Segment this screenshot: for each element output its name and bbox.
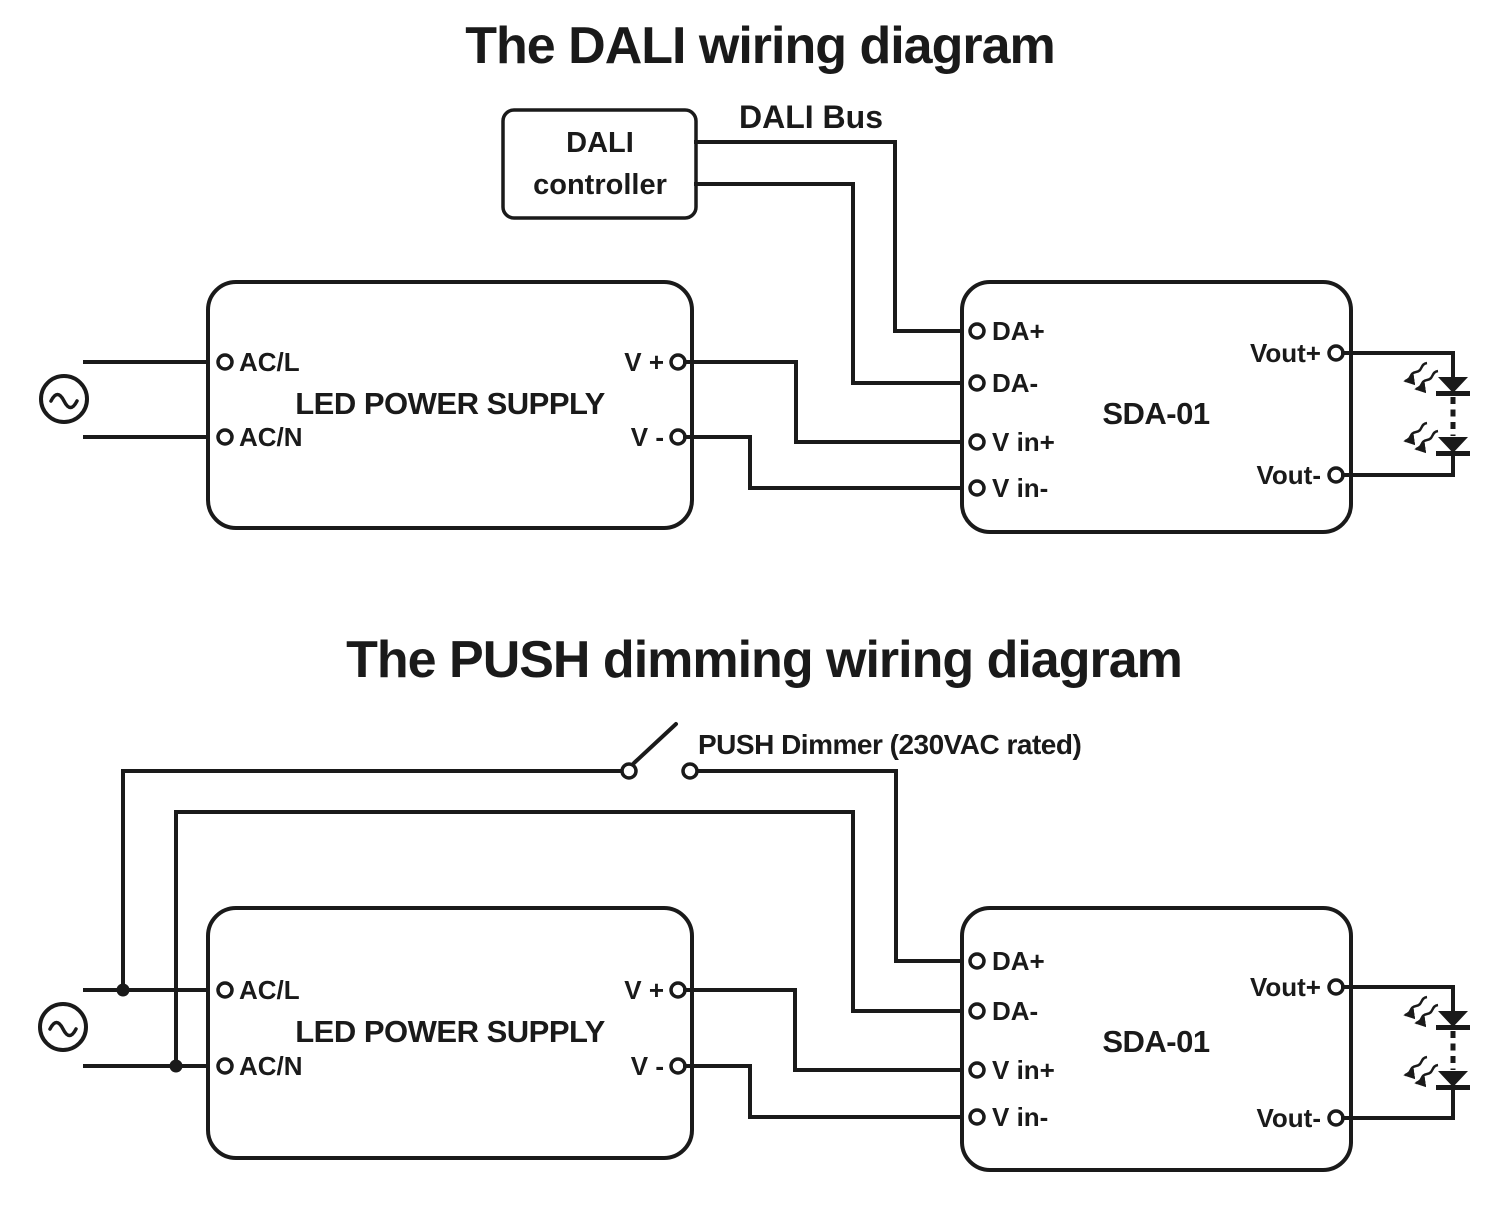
wire-vout-plus-to-led	[1341, 351, 1455, 379]
sine-wave-glyph	[48, 1020, 78, 1038]
push-dimming-diagram: The PUSH dimming wiring diagram PUSH Dim…	[38, 631, 1470, 1172]
led-triangle	[1438, 377, 1468, 393]
terminal-vout-minus	[1327, 466, 1345, 484]
led-icon	[1405, 1057, 1470, 1090]
wire-v-minus-to-vin-minus	[683, 1064, 971, 1119]
terminal-ac-n-label: AC/N	[239, 1051, 303, 1081]
led-triangle	[1438, 1071, 1468, 1087]
terminal-ac-n	[216, 1057, 234, 1075]
terminal-vin-minus-label: V in-	[992, 1102, 1048, 1132]
ac-source-icon	[38, 1002, 88, 1052]
terminal-vin-plus-label: V in+	[992, 1055, 1055, 1085]
terminal-vout-minus-label: Vout-	[1257, 460, 1322, 490]
led-power-supply-label: LED POWER SUPPLY	[295, 386, 605, 421]
led-glow-arrows	[1405, 997, 1438, 1023]
terminal-vout-plus-label: Vout+	[1250, 972, 1321, 1002]
led-icon	[1405, 363, 1470, 396]
wire-led-to-vout-minus	[1341, 1087, 1455, 1120]
terminal-vin-minus-label: V in-	[992, 473, 1048, 503]
ac-source-icon	[39, 374, 89, 424]
led-glow-arrows	[1405, 363, 1438, 389]
terminal-v-plus	[669, 981, 687, 999]
led-glow-arrows	[1405, 1057, 1438, 1083]
dali-bus-label: DALI Bus	[739, 99, 883, 135]
dali-wiring-diagram: The DALI wiring diagram DALI controller …	[39, 17, 1470, 534]
terminal-v-minus-label: V -	[631, 422, 664, 452]
terminal-da-plus-label: DA+	[992, 316, 1045, 346]
led-icon	[1405, 423, 1470, 456]
led-triangle	[1438, 1011, 1468, 1027]
led-power-supply-box	[206, 906, 694, 1160]
wire-v-minus-to-vin-minus	[683, 435, 971, 490]
sda-01-label: SDA-01	[1102, 1024, 1210, 1059]
terminal-da-minus	[968, 1002, 986, 1020]
led-triangle	[1438, 437, 1468, 453]
terminal-ac-l-label: AC/L	[239, 975, 300, 1005]
terminal-vout-minus	[1327, 1109, 1345, 1127]
wire-v-plus-to-vin-plus	[683, 360, 971, 444]
terminal-da-minus	[968, 374, 986, 392]
terminal-da-plus-label: DA+	[992, 946, 1045, 976]
terminal-ac-l	[216, 353, 234, 371]
terminal-v-minus	[669, 1057, 687, 1075]
terminal-vout-minus-label: Vout-	[1257, 1103, 1322, 1133]
dali-controller-label-line2: controller	[533, 169, 667, 201]
dali-controller-label-line1: DALI	[566, 127, 634, 159]
sda-01-box	[960, 906, 1353, 1172]
terminal-vout-plus-label: Vout+	[1250, 338, 1321, 368]
wire-vout-plus-to-led	[1341, 985, 1455, 1013]
terminal-vin-minus	[968, 479, 986, 497]
terminal-da-minus-label: DA-	[992, 368, 1038, 398]
wire-live-to-switch	[121, 769, 623, 992]
terminal-v-minus-label: V -	[631, 1051, 664, 1081]
led-icon	[1405, 997, 1470, 1030]
terminal-vout-plus	[1327, 344, 1345, 362]
terminal-v-plus	[669, 353, 687, 371]
terminal-vout-plus	[1327, 978, 1345, 996]
terminal-v-minus	[669, 428, 687, 446]
push-diagram-title: The PUSH dimming wiring diagram	[346, 631, 1182, 689]
led-glow-arrows	[1405, 423, 1438, 449]
terminal-da-minus-label: DA-	[992, 996, 1038, 1026]
terminal-vin-plus	[968, 1061, 986, 1079]
wire-switch-to-da-plus	[696, 769, 971, 963]
terminal-v-plus-label: V +	[624, 347, 664, 377]
dali-controller-box	[501, 108, 698, 220]
terminal-ac-n-label: AC/N	[239, 422, 303, 452]
terminal-ac-l-label: AC/L	[239, 347, 300, 377]
wire-dali-bus-to-da-minus	[694, 182, 971, 385]
switch-pole-circle	[681, 762, 699, 780]
push-dimmer-label: PUSH Dimmer (230VAC rated)	[698, 729, 1081, 760]
sda-01-label: SDA-01	[1102, 396, 1210, 431]
sine-wave-glyph	[49, 392, 79, 410]
switch-blade	[632, 722, 678, 765]
switch-pole-circle	[620, 762, 638, 780]
terminal-ac-n	[216, 428, 234, 446]
dali-diagram-title: The DALI wiring diagram	[465, 17, 1055, 75]
wire-v-plus-to-vin-plus	[683, 988, 971, 1072]
terminal-v-plus-label: V +	[624, 975, 664, 1005]
wire-led-to-vout-minus	[1341, 453, 1455, 477]
terminal-vin-plus	[968, 433, 986, 451]
wire-dali-bus-to-da-plus	[694, 140, 971, 333]
terminal-ac-l	[216, 981, 234, 999]
led-power-supply-box	[206, 280, 694, 530]
terminal-da-plus	[968, 322, 986, 340]
terminal-da-plus	[968, 952, 986, 970]
sda-01-box	[960, 280, 1353, 534]
push-dimmer-switch-icon	[620, 722, 699, 780]
led-power-supply-label: LED POWER SUPPLY	[295, 1014, 605, 1049]
terminal-vin-plus-label: V in+	[992, 427, 1055, 457]
wire-neutral-to-da-minus	[174, 810, 971, 1068]
terminal-vin-minus	[968, 1108, 986, 1126]
